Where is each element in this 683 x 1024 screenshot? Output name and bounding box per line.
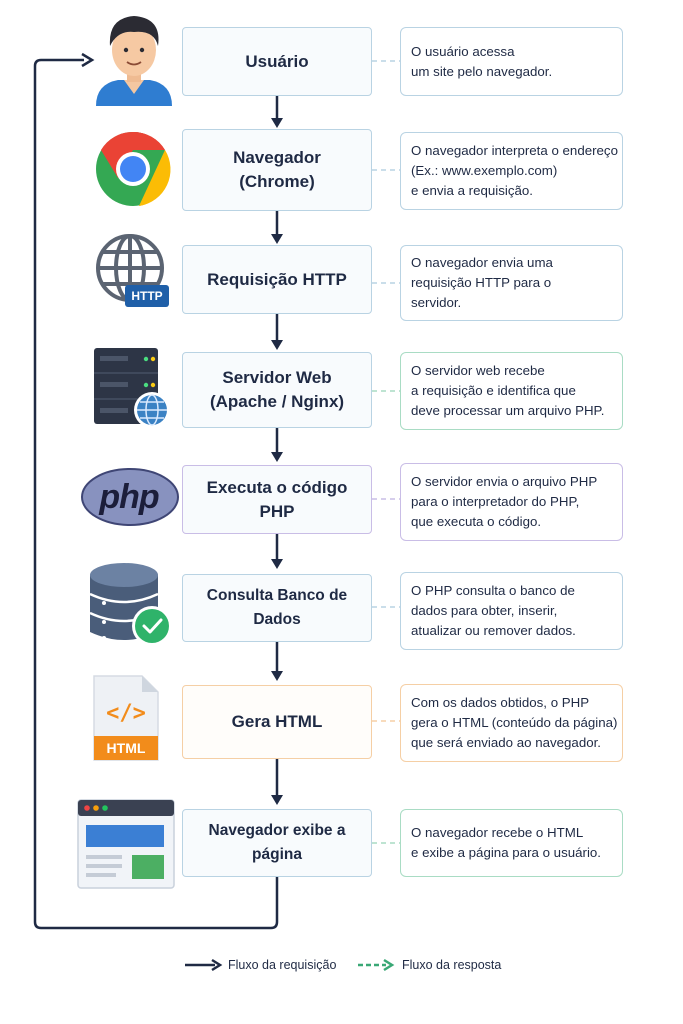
html-badge: HTML — [94, 736, 158, 760]
desc-line: requisição HTTP para o — [411, 275, 552, 290]
step-title: Executa o código PHP — [206, 477, 348, 521]
loop-back-arrow — [33, 58, 279, 930]
desc-servidor-web: O servidor web recebe a requisição e ide… — [400, 352, 623, 430]
desc-navegador: O navegador interpreta o endereço (Ex.: … — [400, 132, 623, 210]
step-executa-php: Executa o código PHP — [182, 465, 372, 534]
step-title: Servidor Web — [222, 368, 332, 387]
desc-executa-php: O servidor envia o arquivo PHP para o in… — [400, 463, 623, 541]
server-icon — [94, 348, 170, 428]
desc-requisicao-http: O navegador envia uma requisição HTTP pa… — [400, 245, 623, 321]
http-badge: HTTP — [125, 285, 169, 307]
step-requisicao-http: Requisição HTTP — [182, 245, 372, 314]
legend-response-label: Fluxo da resposta — [402, 958, 502, 972]
step-servidor-web: Servidor Web (Apache / Nginx) — [182, 352, 372, 428]
desc-line: Com os dados obtidos, o PHP — [411, 695, 590, 710]
desc-line: dados para obter, inserir, — [411, 603, 558, 618]
legend-request-label: Fluxo da requisição — [228, 958, 337, 972]
legend-request-arrow — [185, 958, 223, 972]
desc-line: e exibe a página para o usuário. — [411, 845, 601, 860]
step-usuario: Usuário — [182, 27, 372, 96]
desc-line: gera o HTML (conteúdo da página) — [411, 715, 618, 730]
legend-response-arrow — [358, 958, 395, 972]
desc-line: servidor. — [411, 295, 462, 310]
step-gera-html: Gera HTML — [182, 685, 372, 759]
desc-line: O navegador interpreta o endereço — [411, 143, 618, 158]
step-title: Consulta Banco de Dados — [206, 587, 348, 628]
step-title: Requisição HTTP — [207, 269, 347, 289]
desc-line: O navegador envia uma — [411, 255, 553, 270]
chrome-icon — [96, 131, 171, 206]
desc-line: O usuário acessa — [411, 43, 515, 59]
html-tag-glyph: </> — [106, 700, 146, 726]
desc-line: O navegador recebe o HTML — [411, 825, 584, 840]
desc-line: O servidor web recebe — [411, 363, 545, 378]
step-title: Navegador exibe a página — [208, 822, 346, 863]
desc-line: (Ex.: www.exemplo.com) — [411, 163, 558, 178]
desc-line: deve processar um arquivo PHP. — [411, 403, 605, 418]
desc-gera-html: Com os dados obtidos, o PHP gera o HTML … — [400, 684, 623, 762]
database-check-icon — [89, 563, 172, 646]
desc-consulta-banco: O PHP consulta o banco de dados para obt… — [400, 572, 623, 650]
desc-line: atualizar ou remover dados. — [411, 623, 576, 638]
desc-line: a requisição e identifica que — [411, 383, 576, 398]
desc-line: O servidor envia o arquivo PHP — [411, 474, 598, 489]
desc-navegador-exibe: O navegador recebe o HTML e exibe a pági… — [400, 809, 623, 877]
desc-usuario: O usuário acessa um site pelo navegador. — [400, 27, 623, 96]
desc-line: um site pelo navegador. — [411, 63, 553, 79]
desc-line: que executa o código. — [411, 514, 542, 529]
user-icon — [96, 16, 172, 106]
desc-line: O PHP consulta o banco de — [411, 583, 575, 598]
step-title: Navegador — [233, 148, 321, 167]
step-consulta-banco: Consulta Banco de Dados — [182, 574, 372, 642]
desc-line: que será enviado ao navegador. — [411, 735, 601, 750]
desc-line: para o interpretador do PHP, — [411, 494, 580, 509]
step-title: (Apache / Nginx) — [209, 392, 345, 411]
step-navegador-exibe: Navegador exibe a página — [182, 809, 372, 877]
dashed-connectors — [372, 60, 400, 844]
step-title: (Chrome) — [239, 172, 315, 191]
step-title: Gera HTML — [231, 712, 323, 731]
php-logo-text: php — [99, 477, 159, 516]
desc-line: e envia a requisição. — [411, 183, 533, 198]
step-title: Usuário — [245, 51, 309, 71]
arrow-heads — [271, 118, 283, 805]
step-navegador: Navegador (Chrome) — [182, 129, 372, 211]
browser-window-icon — [77, 799, 175, 889]
php-logo-icon — [81, 468, 179, 526]
